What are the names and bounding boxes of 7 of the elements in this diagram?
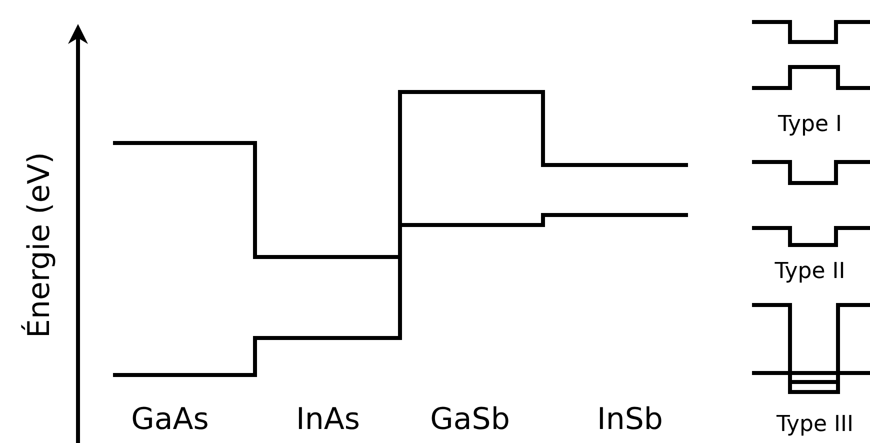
material-label: InAs [296,405,360,435]
material-label: GaAs [131,405,209,435]
alignment-type-label: Type III [776,414,854,436]
material-label: GaSb [430,405,510,435]
alignment-type-label: Type I [778,114,842,136]
material-label: InSb [597,405,663,435]
alignment-type-label: Type II [774,261,846,283]
